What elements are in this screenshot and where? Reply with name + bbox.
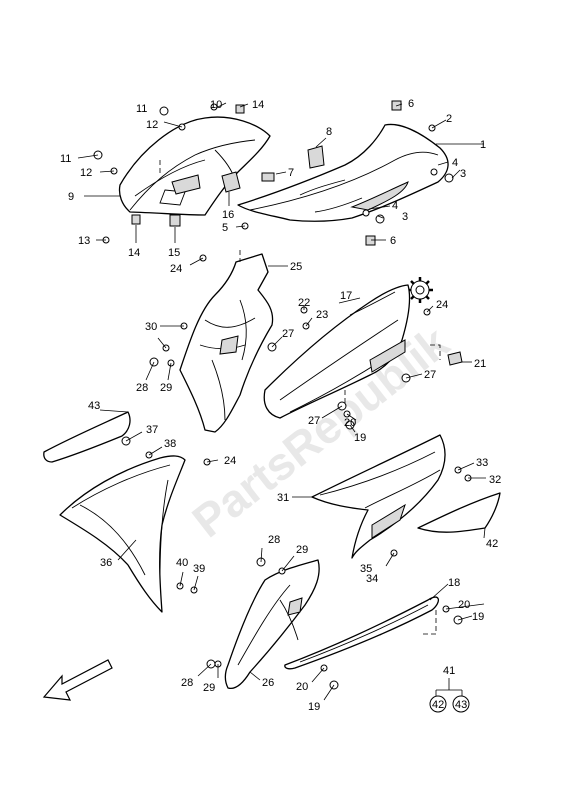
callout-27: 27 bbox=[308, 415, 320, 427]
callout-16: 16 bbox=[222, 209, 234, 221]
callout-14: 14 bbox=[128, 247, 140, 259]
callout-29: 29 bbox=[203, 682, 215, 694]
callout-40: 40 bbox=[176, 557, 188, 569]
callout-30: 30 bbox=[145, 321, 157, 333]
callout-2: 2 bbox=[446, 113, 452, 125]
callout-4: 4 bbox=[392, 200, 398, 212]
callout-20: 20 bbox=[296, 681, 308, 693]
callout-11: 11 bbox=[60, 153, 71, 165]
callout-22: 22 bbox=[298, 297, 310, 309]
circled-ref-42 bbox=[429, 695, 447, 713]
callout-37: 37 bbox=[146, 424, 158, 436]
callout-14: 14 bbox=[252, 99, 264, 111]
callout-6: 6 bbox=[390, 235, 396, 247]
callout-12: 12 bbox=[80, 167, 92, 179]
decal-part-42 bbox=[417, 492, 501, 533]
callout-29: 29 bbox=[160, 382, 172, 394]
clip-part-15 bbox=[169, 214, 181, 227]
callout-32: 32 bbox=[489, 474, 501, 486]
callout-13: 13 bbox=[78, 235, 90, 247]
middle-side-cover-part-17 bbox=[263, 284, 411, 419]
callout-27: 27 bbox=[424, 369, 436, 381]
callout-3: 3 bbox=[460, 168, 466, 180]
callout-39: 39 bbox=[193, 563, 205, 575]
callout-9: 9 bbox=[68, 191, 74, 203]
bracket-part-8 bbox=[307, 145, 325, 169]
circled-ref-43 bbox=[452, 695, 470, 713]
leader-lines bbox=[77, 102, 486, 701]
callout-28: 28 bbox=[268, 534, 280, 546]
lower-rail-part-18 bbox=[284, 596, 439, 670]
callout-42: 42 bbox=[432, 699, 444, 711]
lower-panel-part-26 bbox=[224, 559, 320, 690]
clip-part-14a bbox=[235, 104, 245, 114]
bracket-part-16 bbox=[221, 171, 241, 193]
callout-25: 25 bbox=[290, 261, 302, 273]
callout-41: 41 bbox=[443, 665, 455, 677]
nut-part-6b bbox=[365, 235, 376, 246]
callout-29: 29 bbox=[296, 544, 308, 556]
callout-42: 42 bbox=[486, 538, 498, 550]
callout-labels: 1 2 3 3 4 4 5 6 6 7 8 9 10 11 11 12 12 1… bbox=[60, 98, 501, 713]
callout-27: 27 bbox=[282, 328, 294, 340]
clip-part-14b bbox=[131, 214, 141, 225]
callout-11: 11 bbox=[136, 103, 147, 115]
callout-10: 10 bbox=[210, 99, 222, 111]
callout-19: 19 bbox=[354, 432, 366, 444]
callout-17: 17 bbox=[340, 290, 352, 302]
callout-20: 20 bbox=[344, 417, 356, 429]
callout-1: 1 bbox=[480, 139, 486, 151]
side-cowl-part-36 bbox=[59, 455, 186, 613]
callout-20: 20 bbox=[458, 599, 470, 611]
callout-36: 36 bbox=[100, 557, 112, 569]
callout-24: 24 bbox=[170, 263, 182, 275]
callout-6: 6 bbox=[408, 98, 414, 110]
front-direction-arrow-icon bbox=[42, 659, 113, 701]
callout-4: 4 bbox=[452, 157, 458, 169]
callout-18: 18 bbox=[448, 577, 460, 589]
callout-5: 5 bbox=[222, 222, 228, 234]
callout-35: 35 bbox=[360, 563, 372, 575]
callout-24: 24 bbox=[436, 299, 448, 311]
upper-cover-part-9 bbox=[118, 116, 271, 216]
guide-line bbox=[420, 610, 437, 635]
callout-3: 3 bbox=[402, 211, 408, 223]
callout-21: 21 bbox=[474, 358, 486, 370]
callout-19: 19 bbox=[308, 701, 320, 713]
callout-43: 43 bbox=[455, 699, 467, 711]
callout-31: 31 bbox=[277, 492, 289, 504]
callout-34: 34 bbox=[366, 573, 378, 585]
callout-15: 15 bbox=[168, 247, 180, 259]
callout-23: 23 bbox=[316, 309, 328, 321]
callout-7: 7 bbox=[288, 167, 294, 179]
callout-24: 24 bbox=[224, 455, 236, 467]
rear-side-cover-part-31 bbox=[311, 434, 446, 559]
callout-28: 28 bbox=[136, 382, 148, 394]
guide-line bbox=[430, 344, 441, 360]
callout-19: 19 bbox=[472, 611, 484, 623]
callout-12: 12 bbox=[146, 119, 158, 131]
upper-side-panel-part-1 bbox=[237, 123, 449, 222]
callout-33: 33 bbox=[476, 457, 488, 469]
callout-26: 26 bbox=[262, 677, 274, 689]
gear-icon bbox=[407, 277, 433, 303]
front-panel-part-43 bbox=[43, 411, 131, 463]
callout-8: 8 bbox=[326, 126, 332, 138]
callout-28: 28 bbox=[181, 677, 193, 689]
clip-part-7 bbox=[261, 172, 275, 182]
inner-panel-part-25 bbox=[179, 253, 274, 433]
callout-43: 43 bbox=[88, 400, 100, 412]
callout-38: 38 bbox=[164, 438, 176, 450]
